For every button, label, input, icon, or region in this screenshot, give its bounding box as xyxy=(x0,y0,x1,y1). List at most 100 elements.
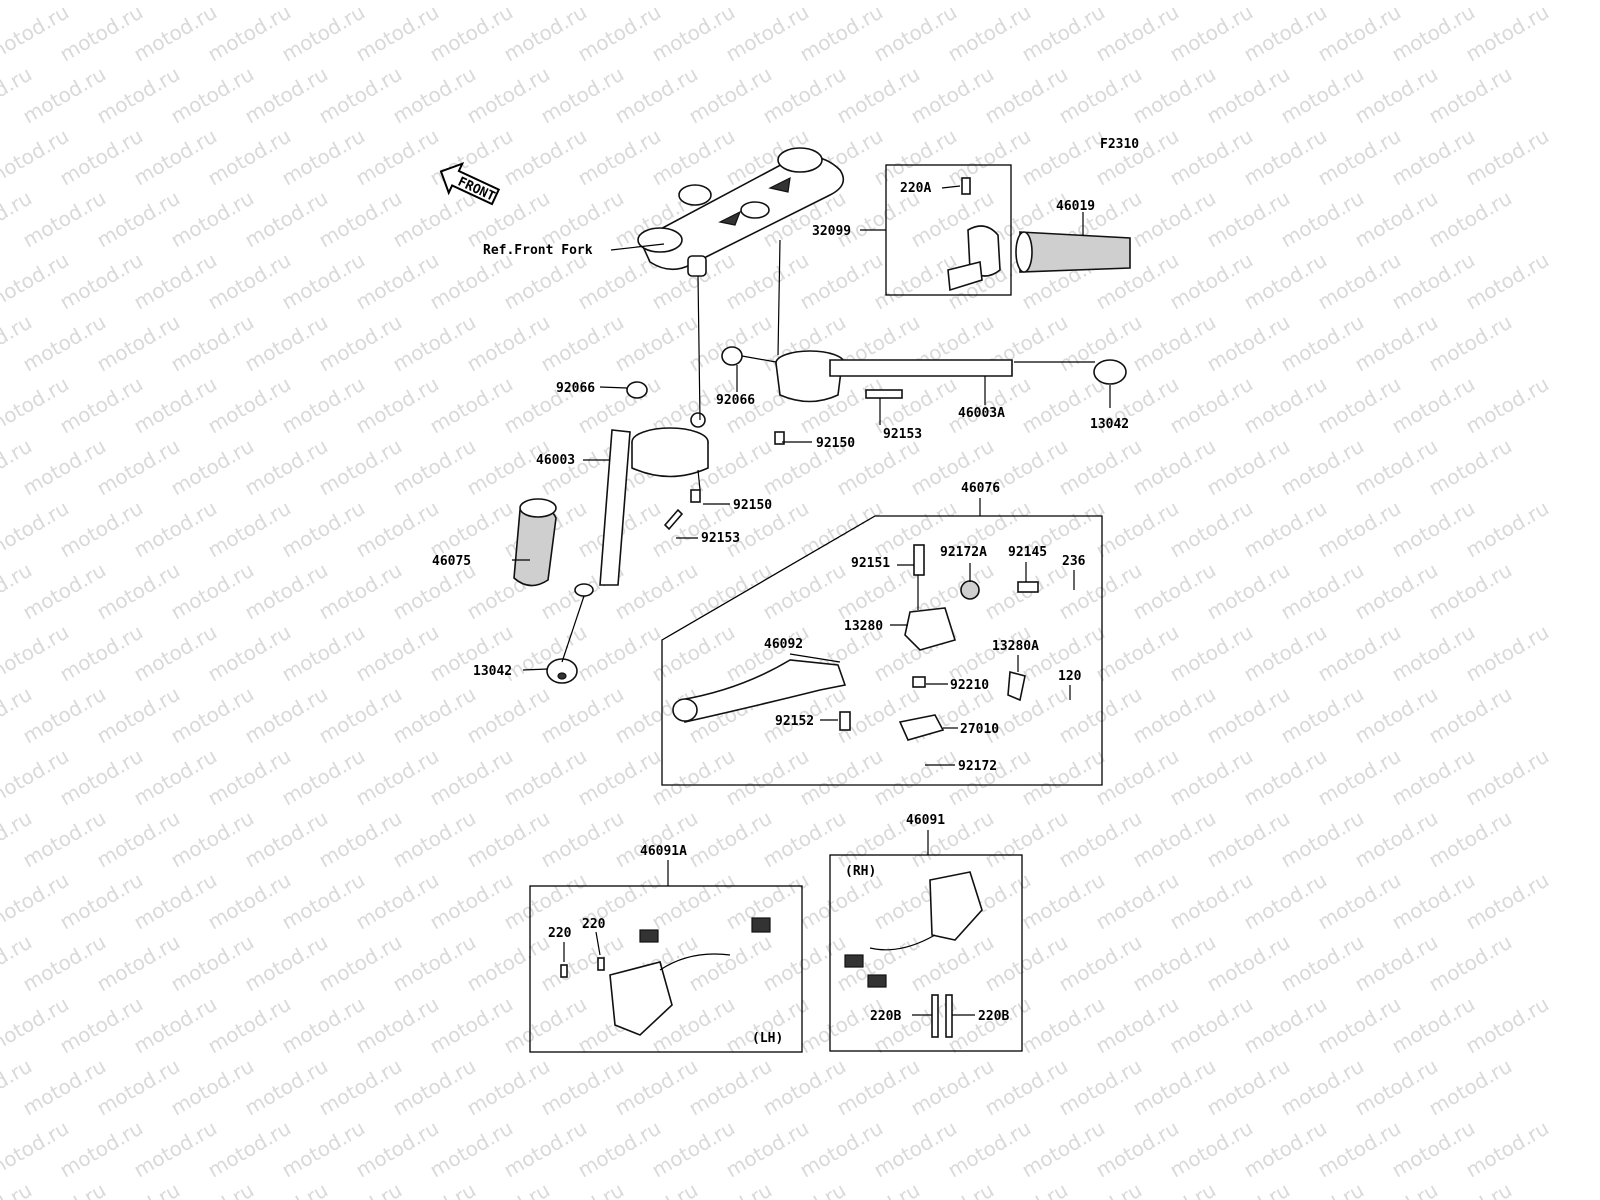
watermark-text: motod.ru xyxy=(204,992,295,1059)
watermark-text: motod.ru xyxy=(1092,868,1183,935)
watermark-text: motod.ru xyxy=(1277,1054,1368,1121)
watermark-text: motod.ru xyxy=(722,992,813,1059)
watermark-text: motod.ru xyxy=(1388,744,1479,811)
watermark-text: motod.ru xyxy=(93,434,184,501)
watermark-text: motod.ru xyxy=(870,248,961,315)
watermark-text: motod.ru xyxy=(1277,434,1368,501)
watermark-text: motod.ru xyxy=(1166,0,1257,66)
watermark-text: motod.ru xyxy=(0,1178,36,1200)
watermark-text: motod.ru xyxy=(796,992,887,1059)
label-92150-top: 92150 xyxy=(816,436,855,451)
label-46003: 46003 xyxy=(536,453,575,468)
watermark-text: motod.ru xyxy=(1240,496,1331,563)
watermark-text: motod.ru xyxy=(1129,434,1220,501)
watermark-text: motod.ru xyxy=(278,496,369,563)
watermark-text: motod.ru xyxy=(944,0,1035,66)
watermark-text: motod.ru xyxy=(241,1054,332,1121)
watermark-text: motod.ru xyxy=(500,868,591,935)
watermark-text: motod.ru xyxy=(56,0,147,66)
watermark-text: motod.ru xyxy=(722,744,813,811)
label-46003A: 46003A xyxy=(958,406,1005,421)
throttle-pulley-32099-part xyxy=(947,225,1001,292)
watermark-text: motod.ru xyxy=(648,0,739,66)
watermark-text: motod.ru xyxy=(1166,620,1257,687)
watermark-text: motod.ru xyxy=(1388,248,1479,315)
callout-labels: Ref.Front Fork 220A 32099 46019 92066 92… xyxy=(432,181,1129,1046)
watermark-text: motod.ru xyxy=(574,620,665,687)
watermark-text: motod.ru xyxy=(1425,434,1516,501)
watermark-text: motod.ru xyxy=(759,1054,850,1121)
label-92145: 92145 xyxy=(1008,545,1047,560)
watermark-text: motod.ru xyxy=(796,1116,887,1183)
watermark-text: motod.ru xyxy=(241,558,332,625)
watermark-text: motod.ru xyxy=(1055,1054,1146,1121)
watermark-text: motod.ru xyxy=(93,62,184,129)
watermark-text: motod.ru xyxy=(1055,930,1146,997)
watermark-text: motod.ru xyxy=(1166,992,1257,1059)
watermark-text: motod.ru xyxy=(796,744,887,811)
watermark-text: motod.ru xyxy=(56,992,147,1059)
label-46091A: 46091A xyxy=(640,844,687,859)
watermark-text: motod.ru xyxy=(56,124,147,191)
label-92153-top: 92153 xyxy=(883,427,922,442)
watermark-text: motod.ru xyxy=(833,1054,924,1121)
watermark-text: motod.ru xyxy=(1351,1054,1442,1121)
watermark-text: motod.ru xyxy=(1388,124,1479,191)
watermark-text: motod.ru xyxy=(426,868,517,935)
watermark-text: motod.ru xyxy=(685,1054,776,1121)
watermark-text: motod.ru xyxy=(1055,434,1146,501)
watermark-text: motod.ru xyxy=(93,930,184,997)
watermark-text: motod.ru xyxy=(93,682,184,749)
watermark-text: motod.ru xyxy=(1277,682,1368,749)
watermark-text: motod.ru xyxy=(56,248,147,315)
watermark-text: motod.ru xyxy=(611,558,702,625)
watermark-text: motod.ru xyxy=(315,62,406,129)
watermark-text: motod.ru xyxy=(1092,0,1183,66)
label-lh: (LH) xyxy=(752,1031,783,1046)
watermark-text: motod.ru xyxy=(1388,372,1479,439)
watermark-text: motod.ru xyxy=(1351,806,1442,873)
watermark-text: motod.ru xyxy=(574,0,665,66)
watermark-text: motod.ru xyxy=(389,682,480,749)
left-bolt-92150-part xyxy=(690,489,701,503)
watermark-text: motod.ru xyxy=(278,248,369,315)
label-236: 236 xyxy=(1062,554,1086,569)
watermark-text: motod.ru xyxy=(241,186,332,253)
label-46019: 46019 xyxy=(1056,199,1095,214)
lh-switch-46091A-part xyxy=(609,917,771,1036)
label-220B-left: 220B xyxy=(870,1009,901,1024)
watermark-text: motod.ru xyxy=(1166,248,1257,315)
watermark-text: motod.ru xyxy=(19,310,110,377)
watermark-text: motod.ru xyxy=(1203,930,1294,997)
watermark-text: motod.ru xyxy=(204,496,295,563)
throttle-grip-46019-part xyxy=(1015,231,1131,273)
watermark-text: motod.ru xyxy=(1018,1116,1109,1183)
watermark-text: motod.ru xyxy=(167,806,258,873)
watermark-text: motod.ru xyxy=(19,1054,110,1121)
watermark-text: motod.ru xyxy=(1240,124,1331,191)
watermark-text: motod.ru xyxy=(204,620,295,687)
watermark-text: motod.ru xyxy=(833,0,924,4)
watermark-text: motod.ru xyxy=(352,496,443,563)
left-bar-end-13042-part xyxy=(546,658,578,684)
label-92151: 92151 xyxy=(851,556,890,571)
label-120: 120 xyxy=(1058,669,1082,684)
watermark-text: motod.ru xyxy=(1277,0,1368,4)
label-13280A: 13280A xyxy=(992,639,1039,654)
watermark-text: motod.ru xyxy=(56,496,147,563)
watermark-text: motod.ru xyxy=(352,1116,443,1183)
watermark-text: motod.ru xyxy=(241,682,332,749)
watermark-text: motod.ru xyxy=(130,124,221,191)
watermark-text: motod.ru xyxy=(278,620,369,687)
watermark-text: motod.ru xyxy=(426,496,517,563)
watermark-text: motod.ru xyxy=(981,1054,1072,1121)
label-220B-right: 220B xyxy=(978,1009,1009,1024)
watermark-text: motod.ru xyxy=(19,558,110,625)
watermark-text: motod.ru xyxy=(648,124,739,191)
watermark-text: motod.ru xyxy=(1129,62,1220,129)
watermark-text: motod.ru xyxy=(1203,682,1294,749)
watermark-text: motod.ru xyxy=(130,744,221,811)
watermark-text: motod.ru xyxy=(981,0,1072,4)
watermark-text: motod.ru xyxy=(204,1116,295,1183)
